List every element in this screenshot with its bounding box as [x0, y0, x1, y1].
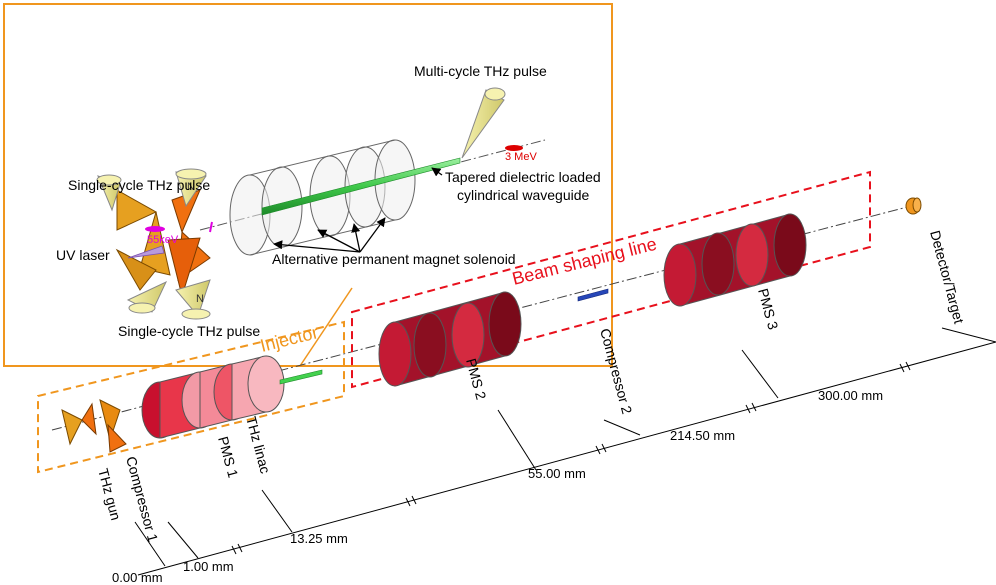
thz-gun-inset: N N [96, 168, 213, 320]
pms3-magnets [663, 213, 807, 307]
detector-target [905, 197, 922, 215]
distance-0: 0.00 mm [112, 570, 163, 585]
label-single-cycle-top: Single-cycle THz pulse [68, 177, 210, 193]
distance-1: 1.00 mm [183, 559, 234, 574]
distance-4: 214.50 mm [670, 428, 735, 443]
dimension-lines [134, 327, 996, 576]
injector-box [37, 320, 345, 474]
inset-panel: N N Single-cycle THz pulse Single-cycle … [3, 3, 613, 367]
thz-gun [61, 399, 127, 453]
solenoid-arrows [273, 167, 443, 253]
distance-3: 55.00 mm [528, 466, 586, 481]
bunch-55kev [145, 226, 165, 232]
thz-linac-tube [279, 369, 323, 385]
uv-laser-beam [127, 245, 165, 259]
beam-shaping-box [351, 170, 871, 389]
label-thz-gun: THz gun [95, 467, 124, 522]
label-solenoid: Alternative permanent magnet solenoid [272, 251, 516, 267]
compressor2-tube [577, 288, 609, 302]
label-thz-linac: THz linac [243, 415, 274, 476]
polarity-n-bottom: N [196, 293, 204, 305]
label-detector: Detector/Target [927, 229, 967, 326]
label-compressor2: Compressor 2 [597, 327, 635, 416]
distance-5: 300.00 mm [818, 388, 883, 403]
label-55kev: 55keV [147, 234, 179, 246]
label-waveguide-1: Tapered dielectric loaded [445, 169, 601, 185]
label-uv-laser: UV laser [56, 247, 110, 263]
label-3mev: 3 MeV [505, 151, 537, 163]
polarity-n-top: N [187, 181, 195, 193]
pms1-magnets [141, 355, 285, 439]
label-waveguide-2: cylindrical waveguide [457, 187, 590, 203]
bunch-3mev [505, 145, 523, 151]
pms2-magnets [378, 291, 522, 387]
label-single-cycle-bottom: Single-cycle THz pulse [118, 323, 260, 339]
label-multi-cycle: Multi-cycle THz pulse [414, 63, 547, 79]
multi-cycle-cone [461, 87, 506, 159]
distance-2: 13.25 mm [290, 531, 348, 546]
label-compressor1: Compressor 1 [123, 455, 161, 544]
label-pms1: PMS 1 [215, 435, 241, 480]
label-pms3: PMS 3 [755, 287, 781, 332]
waveguide-tube [261, 157, 461, 216]
